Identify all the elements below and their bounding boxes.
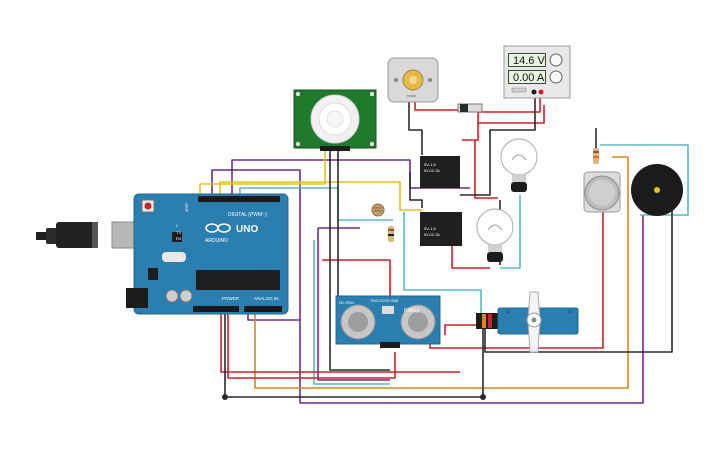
motor-label: motor <box>407 94 417 98</box>
digital-header <box>198 196 280 202</box>
relay1-line2: 5V-DC-3A <box>424 169 440 173</box>
relay1-line1: 5V-1-8 <box>424 162 437 167</box>
piezo-buzzer[interactable] <box>631 164 683 216</box>
power-label: POWER <box>222 296 240 301</box>
wire-red-3[interactable] <box>414 92 545 124</box>
wire-purple-2[interactable] <box>211 169 644 404</box>
l-label: L <box>176 223 179 228</box>
digital-label: DIGITAL (PWM~) <box>228 212 267 218</box>
resistor-2[interactable] <box>593 148 599 164</box>
wire-black-3[interactable] <box>460 92 536 196</box>
wire-black-1[interactable] <box>224 312 484 398</box>
light-bulb-2[interactable] <box>476 208 514 262</box>
relay-1[interactable]: 5V-1-8 5V-DC-3A <box>420 156 460 188</box>
atmega-chip <box>196 270 280 290</box>
wire-yellow-1[interactable] <box>199 150 326 196</box>
ultrasonic-left-label: HC-SR04 <box>339 301 354 305</box>
psu-current-display: 0.00 A <box>508 70 546 84</box>
slide-switch[interactable] <box>457 103 483 113</box>
wire-yellow-2[interactable] <box>219 181 423 211</box>
wire-red-5[interactable] <box>451 238 490 269</box>
power-header <box>193 306 239 312</box>
usb-cable[interactable] <box>36 232 50 240</box>
wire-red-7[interactable] <box>322 259 391 300</box>
current-knob[interactable] <box>549 70 563 84</box>
wire-red-1[interactable] <box>227 312 396 379</box>
gas-sensor[interactable] <box>583 171 621 213</box>
analog-header <box>244 306 282 312</box>
analog-label: ANALOG IN <box>254 296 279 301</box>
ultrasonic-sensor[interactable]: PING)) HC-SR04 TRIG ECHO GND <box>335 295 441 348</box>
arduino-brand: ARDUINO <box>205 238 228 244</box>
wire-cyan-2[interactable] <box>313 240 390 385</box>
wire-black-4[interactable] <box>484 205 673 353</box>
light-bulb-1[interactable] <box>500 138 538 192</box>
power-jack <box>126 288 148 308</box>
wire-purple-4[interactable] <box>317 227 390 381</box>
pir-sensor[interactable] <box>293 89 377 151</box>
relay-2[interactable]: 5V-1-8 5V-DC-3A <box>420 212 462 246</box>
ultrasonic-top-label: TRIG ECHO GND <box>370 299 399 303</box>
wire-red-2[interactable] <box>220 312 460 373</box>
psu-voltage-display: 14.6 V <box>508 53 546 67</box>
arduino-uno[interactable]: UNO ARDUINO DIGITAL (PWM~) POWER ANALOG … <box>36 193 289 315</box>
wire-black-2[interactable] <box>408 102 423 155</box>
wire-junction-1 <box>222 394 228 400</box>
aref-label: AREF <box>185 203 189 212</box>
wire-purple-3[interactable] <box>247 312 300 321</box>
wire-black-5[interactable] <box>329 148 390 371</box>
ultrasonic-model: PING)) <box>404 308 420 314</box>
wire-red-4[interactable] <box>462 123 498 199</box>
arduino-model: UNO <box>236 224 258 235</box>
tx-label: TX <box>176 230 181 235</box>
servo-motor[interactable] <box>476 291 579 353</box>
wire-junction-2 <box>480 394 486 400</box>
resistor-1[interactable] <box>388 226 394 242</box>
wires <box>199 92 689 404</box>
rx-label: RX <box>176 236 182 241</box>
wire-orange-1[interactable] <box>254 156 629 389</box>
wire-cyan-4[interactable] <box>500 195 521 269</box>
voltage-knob[interactable] <box>549 53 563 67</box>
relay2-line1: 5V-1-8 <box>424 226 437 231</box>
relay2-line2: 5V-DC-3A <box>424 233 440 237</box>
dc-motor[interactable]: motor <box>387 57 439 103</box>
photoresistor[interactable] <box>371 203 385 217</box>
